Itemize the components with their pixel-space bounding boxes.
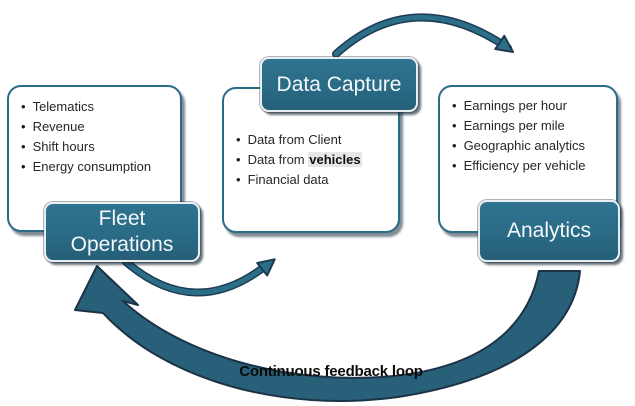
data-capture-list: • Data from Client • Data from vehicles • F…: [224, 89, 398, 190]
bullet-icon: •: [21, 119, 26, 134]
bullet-icon: •: [236, 132, 241, 147]
list-item-label: Earnings per mile: [463, 118, 565, 133]
list-item-label: Revenue: [32, 119, 85, 134]
list-item: • Efficiency per vehicle: [452, 156, 610, 176]
list-item: • Telematics: [21, 97, 174, 117]
analytics-label: Analytics: [478, 200, 620, 262]
fleet-operations-list: • Telematics • Revenue • Shift hours • Energ…: [9, 87, 180, 177]
list-item: • Data from vehicles: [236, 150, 392, 170]
list-item: • Revenue: [21, 117, 174, 137]
list-item: • Geographic analytics: [452, 136, 610, 156]
bullet-icon: •: [452, 138, 457, 153]
list-item-label: Geographic analytics: [463, 138, 585, 153]
highlighted-word: vehicles: [308, 152, 362, 167]
bullet-icon: •: [21, 159, 26, 174]
curved-arrow-outline: [332, 13, 512, 58]
list-item: • Earnings per hour: [452, 96, 610, 116]
bullet-icon: •: [452, 98, 457, 113]
list-item-label: Data from Client: [247, 132, 342, 147]
list-item-text: Data from: [247, 152, 309, 167]
bullet-icon: •: [21, 139, 26, 154]
list-item-label: Shift hours: [32, 139, 95, 154]
bullet-icon: •: [236, 152, 241, 167]
curved-arrow-icon: [333, 14, 511, 57]
curved-arrow-outline: [122, 258, 272, 297]
feedback-loop-arrow-icon: [74, 265, 581, 402]
arrowhead-icon: [494, 34, 514, 53]
list-item: • Financial data: [236, 170, 392, 190]
data-capture-label: Data Capture: [260, 57, 418, 112]
arrowhead-icon: [256, 258, 276, 277]
list-item: • Shift hours: [21, 137, 174, 157]
bullet-icon: •: [21, 99, 26, 114]
list-item-label: Energy consumption: [32, 159, 152, 174]
list-item-label: Efficiency per vehicle: [463, 158, 586, 173]
bullet-icon: •: [452, 118, 457, 133]
bullet-icon: •: [452, 158, 457, 173]
curved-arrow-icon: [123, 259, 271, 295]
list-item-label: Financial data: [247, 172, 329, 187]
fleet-operations-label: Fleet Operations: [44, 202, 200, 262]
list-item: • Data from Client: [236, 130, 392, 150]
list-item-label: Telematics: [32, 99, 94, 114]
analytics-list: • Earnings per hour • Earnings per mile • G…: [440, 87, 616, 176]
list-item: • Earnings per mile: [452, 116, 610, 136]
list-item-label: Earnings per hour: [463, 98, 567, 113]
bullet-icon: •: [236, 172, 241, 187]
list-item-label: Data from vehicles: [248, 150, 362, 170]
list-item: • Energy consumption: [21, 157, 174, 177]
feedback-loop-caption: Continuous feedback loop: [239, 363, 423, 380]
